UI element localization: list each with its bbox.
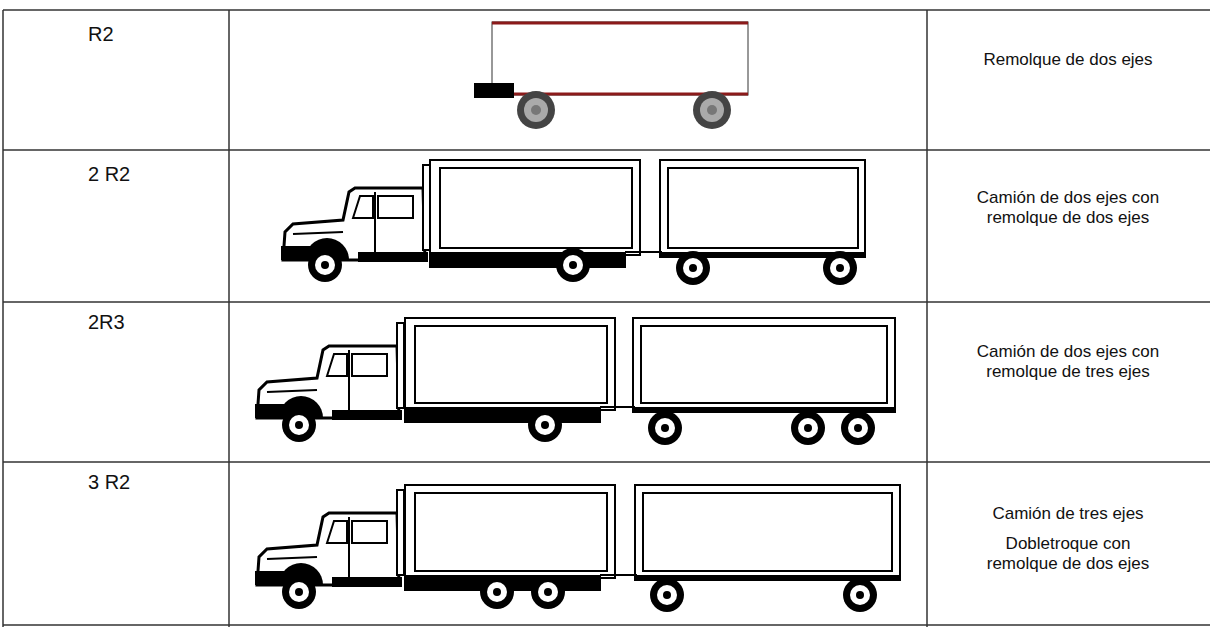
class-code: R2 (88, 22, 208, 46)
truck-2r3 (255, 318, 895, 445)
class-code: 2 R2 (88, 162, 208, 186)
trailer-r2 (474, 22, 748, 129)
class-code: 3 R2 (88, 470, 208, 494)
class-description: Remolque de dos ejes (953, 50, 1183, 70)
class-description: Dobletroque con remolque de dos ejes (973, 534, 1163, 575)
class-code: 2R3 (88, 310, 208, 334)
class-description: Camión de tres ejes (953, 504, 1183, 524)
class-description: Camión de dos ejes con remolque de dos e… (953, 188, 1183, 229)
truck-2r2 (281, 160, 865, 285)
table-grid (3, 10, 1210, 627)
class-description: Camión de dos ejes con remolque de tres … (953, 342, 1183, 383)
truck-3r2 (255, 485, 900, 612)
